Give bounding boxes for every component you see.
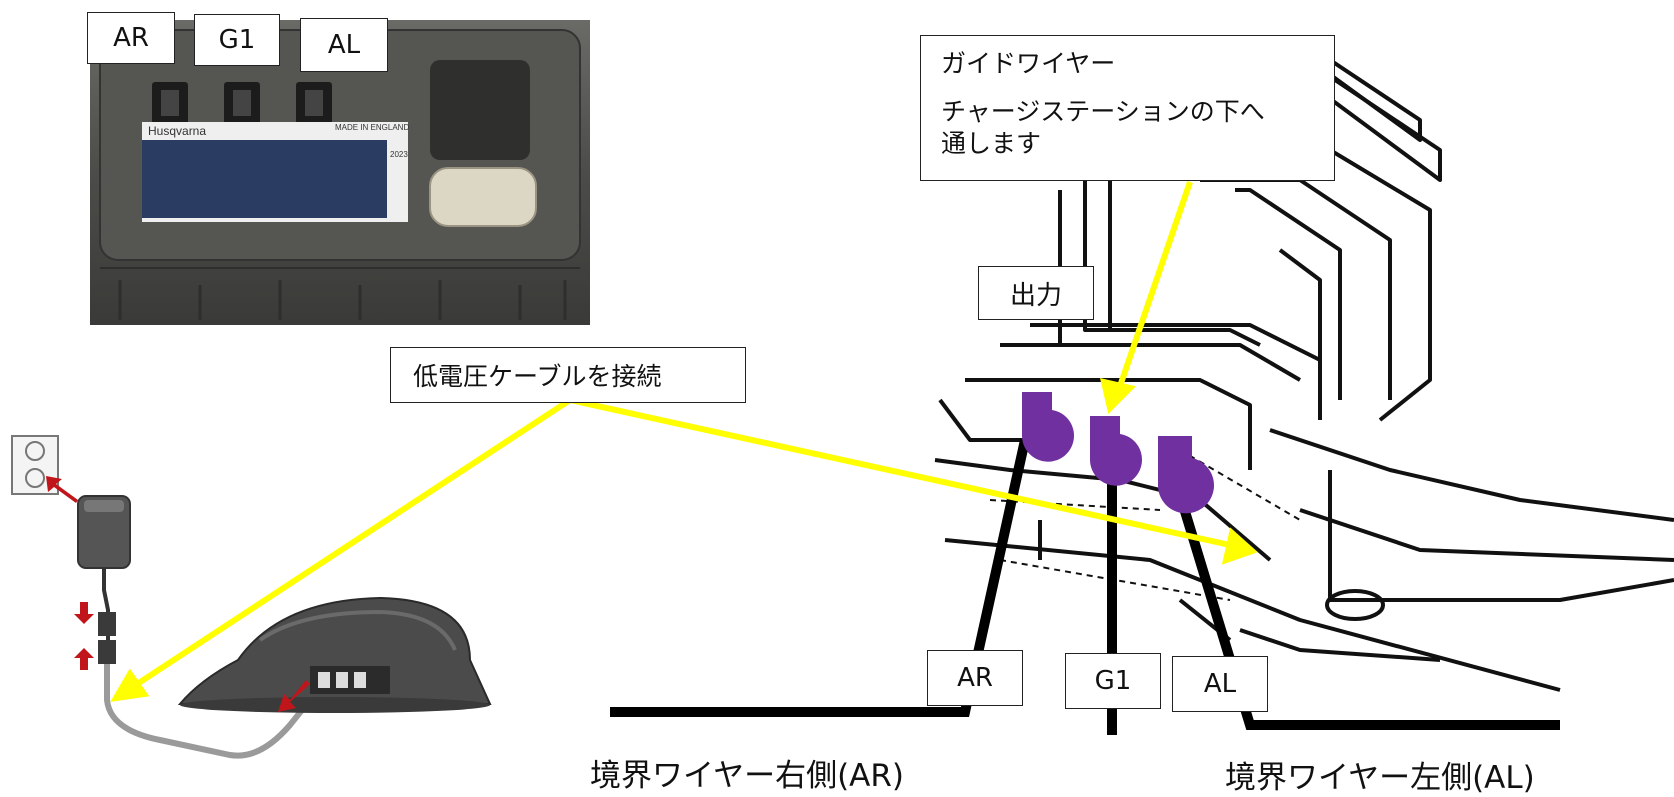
- power-socket-cover: [430, 60, 530, 160]
- boundary-left-caption: 境界ワイヤー左側(AL): [1225, 760, 1535, 796]
- wall-outlet: [11, 435, 59, 495]
- guide-wire-title: ガイドワイヤー: [941, 49, 1116, 78]
- power-adapter: [77, 495, 131, 569]
- connector-g1: [1090, 416, 1142, 486]
- guide-wire-callout: ガイドワイヤー チャージステーションの下へ 通します: [920, 35, 1335, 181]
- low-voltage-cable: [104, 664, 313, 759]
- photo-port-ar: [152, 82, 188, 124]
- low-voltage-arrow-left: [126, 397, 572, 693]
- guide-wire-body-line1: チャージステーションの下へ: [941, 97, 1265, 126]
- sticker-year-text: 2023: [390, 150, 408, 159]
- power-plug: [429, 167, 537, 227]
- connect-arrow-down: [74, 602, 94, 624]
- connector-ar: [1022, 392, 1074, 462]
- photo-label-g1: G1: [194, 14, 280, 66]
- station-label-al: AL: [1172, 656, 1268, 712]
- sticker-made-in-text: MADE IN ENGLAND: [335, 123, 410, 132]
- photo-port-g1: [224, 82, 260, 124]
- guide-wire-body-line2: 通します: [941, 129, 1042, 158]
- guide-wire-arrow: [1115, 181, 1193, 393]
- low-voltage-arrow-right: [569, 397, 1231, 548]
- output-label: 出力: [978, 266, 1094, 320]
- photo-label-ar: AR: [87, 12, 175, 64]
- photo-port-al: [296, 82, 332, 124]
- connect-arrow-up: [74, 648, 94, 670]
- low-voltage-callout: 低電圧ケーブルを接続: [390, 347, 746, 403]
- photo-label-al: AL: [300, 18, 388, 72]
- connector-al: [1158, 436, 1214, 514]
- station-label-ar: AR: [927, 650, 1023, 706]
- boundary-right-caption: 境界ワイヤー右側(AR): [590, 758, 905, 794]
- station-label-g1: G1: [1065, 653, 1161, 709]
- dc-plug-arrow: [278, 680, 310, 712]
- sticker-brand-text: Husqvarna: [148, 124, 207, 138]
- charging-station-dome: [177, 596, 492, 713]
- redacted-block: [142, 140, 387, 218]
- plug-in-arrow: [46, 476, 78, 503]
